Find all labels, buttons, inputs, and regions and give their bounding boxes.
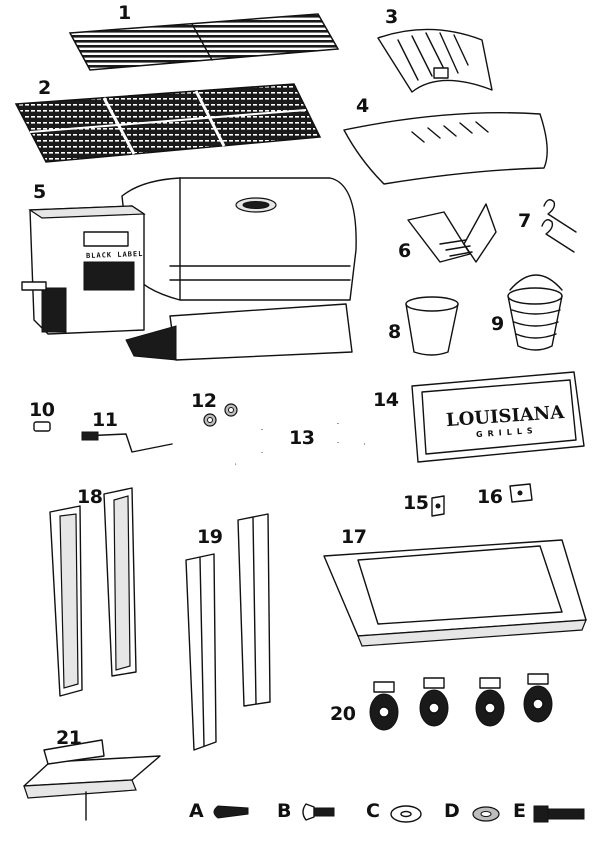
flame-broiler-drawing: [407, 203, 497, 263]
front-legs-drawing: [49, 487, 137, 697]
callout-6: 6: [398, 240, 411, 262]
brackets-drawing: [431, 483, 533, 517]
callout-13: 13: [289, 427, 315, 449]
bucket-drawing: [507, 274, 563, 351]
callout-16: 16: [477, 486, 503, 508]
hardware-a-label: A: [189, 800, 204, 822]
handle-drawing: [234, 423, 365, 467]
callout-1: 1: [118, 2, 131, 24]
callout-12: 12: [191, 390, 217, 412]
grate-upper-drawing: [68, 13, 340, 71]
heat-baffle-small-drawing: [377, 28, 493, 93]
callout-14: 14: [373, 389, 399, 411]
logo-plate-drawing: [411, 371, 585, 463]
callout-17: 17: [341, 526, 367, 548]
hardware-e-label: E: [513, 800, 526, 822]
crank-rod-drawing: [81, 431, 173, 453]
bottom-shelf-drawing: [23, 739, 161, 821]
callout-19: 19: [197, 526, 223, 548]
side-shelf-drawing: [323, 539, 587, 647]
callout-8: 8: [388, 321, 401, 343]
hardware-b-label: B: [277, 800, 291, 822]
heat-baffle-large-drawing: [343, 112, 548, 185]
pin-drawing: [33, 421, 51, 432]
callout-21: 21: [56, 727, 82, 749]
callout-10: 10: [29, 399, 55, 421]
callout-3: 3: [385, 6, 398, 28]
callout-15: 15: [403, 492, 429, 514]
grates-main-drawing: [14, 83, 322, 163]
callout-11: 11: [92, 409, 118, 431]
hardware-c-label: C: [366, 800, 380, 822]
callout-7: 7: [518, 210, 531, 232]
callout-2: 2: [38, 77, 51, 99]
rear-legs-drawing: [185, 513, 271, 751]
callout-20: 20: [330, 703, 356, 725]
grill-body-drawing: [21, 177, 357, 361]
callout-9: 9: [491, 313, 504, 335]
callout-18: 18: [77, 486, 103, 508]
nuts-drawing: [203, 403, 238, 427]
hardware-d-label: D: [444, 800, 460, 822]
hooks-drawing: [541, 199, 577, 253]
hardware-drawing: [213, 803, 585, 823]
cup-drawing: [405, 296, 459, 356]
casters-drawing: [369, 673, 553, 731]
callout-5: 5: [33, 181, 46, 203]
callout-4: 4: [356, 95, 369, 117]
